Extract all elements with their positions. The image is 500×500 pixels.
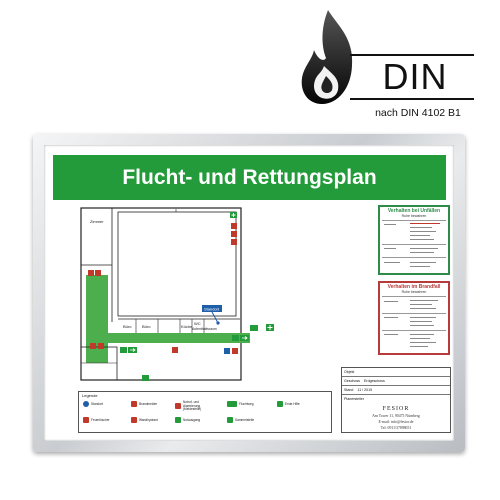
emergency-exit-icon <box>175 417 181 423</box>
fire-extinguisher-icon <box>83 417 89 423</box>
escape-corridor-vertical <box>86 275 108 363</box>
emergency-call-icon <box>224 348 230 354</box>
accident-panel-subtitle: Ruhe bewahren <box>401 214 427 218</box>
fire-instructions-panel: Verhalten im Brandfall Ruhe bewahren <box>378 281 450 355</box>
din-caption: nach DIN 4102 B1 <box>375 107 461 119</box>
legend: Legende Standort Brandmelder Notruf- und… <box>78 391 332 433</box>
company-phone: Tel: 0911/37898051 <box>380 426 412 430</box>
wall-hydrant-icon <box>232 348 238 354</box>
legend-item: Notruf- und Alarmierung (Meldestelle) <box>175 400 215 412</box>
standort-marker <box>202 305 222 312</box>
fire-extinguisher-icon <box>88 270 94 276</box>
legend-item: Erste Hilfe <box>277 401 300 407</box>
din-badge-frame <box>350 54 474 100</box>
assembly-point-icon <box>227 417 233 423</box>
assembly-point-icon <box>142 375 149 381</box>
room-label-zimmer: Zimmer <box>90 219 104 224</box>
emergency-call-icon <box>175 403 181 410</box>
wall-hydrant-icon <box>231 231 237 237</box>
first-aid-icon <box>277 401 283 407</box>
emergency-exit-icon <box>120 347 127 353</box>
escape-arrow-icon <box>227 401 237 407</box>
main-hall <box>117 211 237 317</box>
fire-alarm-icon <box>98 343 104 349</box>
legend-item: Wandhydrant <box>131 417 158 423</box>
legend-title: Legende <box>82 393 98 398</box>
wall-hydrant-icon <box>131 417 137 423</box>
room-label-buro-2: Büro <box>142 324 151 329</box>
fire-extinguisher-icon <box>231 223 237 229</box>
room-label-wc: WC <box>194 321 201 326</box>
outer-wall <box>80 207 242 381</box>
room-label-kuche: Küche <box>181 324 193 329</box>
fire-panel-subtitle: Ruhe bewahren <box>401 290 427 294</box>
fire-panel-title: Verhalten im Brandfall <box>387 284 441 290</box>
legend-item: Sammelstelle <box>227 417 254 423</box>
plan-title: Flucht- und Rettungsplan <box>53 155 446 200</box>
fire-alarm-icon <box>231 239 237 245</box>
room-label-buro-1: Büro <box>123 324 132 329</box>
flame-icon <box>301 10 353 104</box>
legend-item: Feuerlöscher <box>83 417 110 423</box>
escape-corridor-horizontal <box>108 333 250 343</box>
info-row-objekt: Objekt <box>342 368 450 377</box>
company-email: E-mail: info@fesior.de <box>378 420 414 424</box>
escape-plan-poster: Flucht- und Rettungsplan Zimmer Büro Bür… <box>44 145 454 441</box>
accident-panel-title: Verhalten bei Unfällen <box>387 208 441 214</box>
location-dot-icon <box>83 401 89 407</box>
emergency-exit-icon <box>250 325 258 331</box>
legend-item: Fluchtweg <box>227 401 254 407</box>
room-label-aufenthaltsraum: Aufenthaltsraum <box>192 327 217 331</box>
emergency-exit-icon <box>232 335 239 341</box>
accident-instructions-panel: Verhalten bei Unfällen Ruhe bewahren <box>378 205 450 275</box>
fire-alarm-icon <box>131 401 137 407</box>
company-name: FESIOR <box>382 406 410 412</box>
legend-item: Brandmelder <box>131 401 157 407</box>
fire-extinguisher-icon <box>90 343 96 349</box>
standort-label: Standort <box>204 307 220 312</box>
fire-alarm-icon <box>95 270 101 276</box>
legend-item: Notausgang <box>175 417 200 423</box>
fire-extinguisher-icon <box>172 347 178 353</box>
company-address: Am Tower 11, 90475 Nürnberg <box>372 414 420 418</box>
info-row-planersteller: Planersteller <box>344 397 364 401</box>
floor-plan: Zimmer Büro Büro Küche WC Aufenthaltsrau… <box>80 207 274 381</box>
din-label: DIN <box>382 56 448 97</box>
legend-item: Standort <box>83 401 103 407</box>
